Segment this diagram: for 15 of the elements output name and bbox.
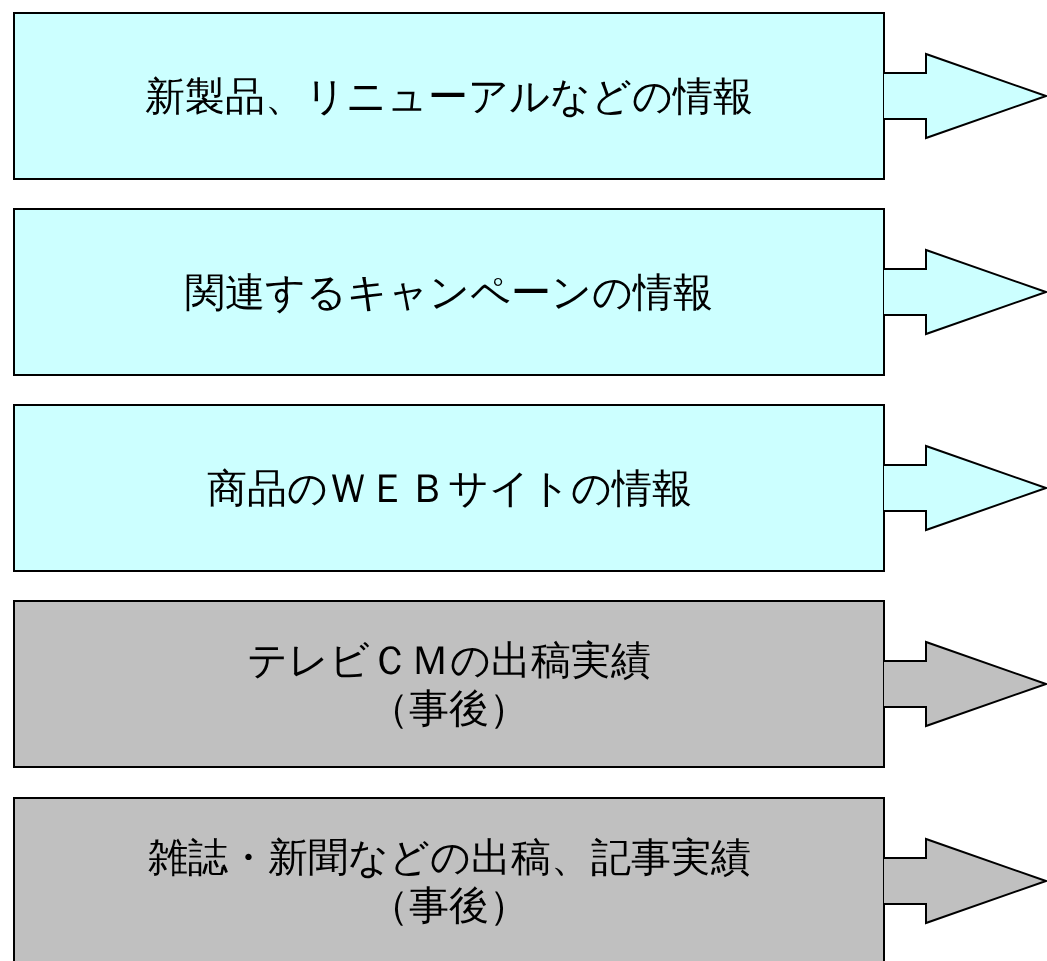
box-label: 商品のＷＥＢサイトの情報: [206, 464, 692, 512]
info-box: [13, 404, 885, 572]
block-arrow: [883, 248, 1047, 336]
info-box: [13, 600, 885, 768]
block-arrow: [883, 444, 1047, 532]
block-arrow: [883, 837, 1047, 925]
box-label: 雑誌・新聞などの出稿、記事実績（事後）: [146, 833, 752, 929]
box-label: 関連するキャンペーンの情報: [185, 268, 713, 316]
info-box: [13, 12, 885, 180]
block-arrow: [883, 640, 1047, 728]
block-arrow: [883, 52, 1047, 140]
box-label: 新製品、リニューアルなどの情報: [145, 72, 753, 120]
box-label: テレビＣＭの出稿実績（事後）: [246, 636, 652, 732]
info-box: [13, 797, 885, 961]
info-box: [13, 208, 885, 376]
